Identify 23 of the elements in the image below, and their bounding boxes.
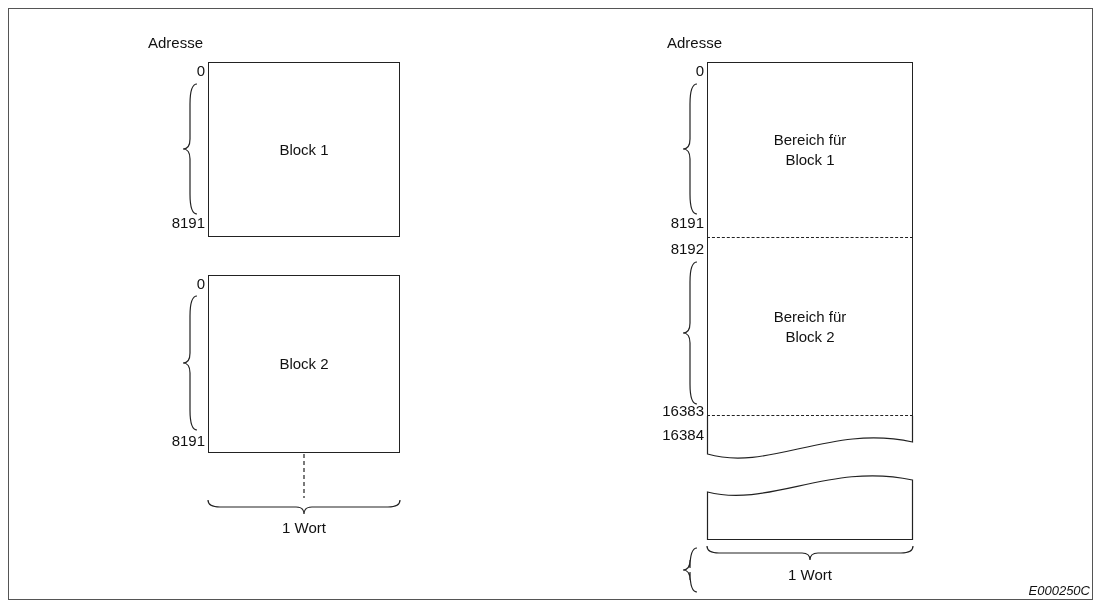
address-label: 0 <box>196 275 205 293</box>
width-label: 1 Wort <box>788 566 832 584</box>
address-label: 8191 <box>171 432 205 450</box>
memory-block <box>208 275 400 453</box>
area-label: Block 1 <box>279 139 329 160</box>
memory-block <box>208 62 400 237</box>
address-label: 8192 <box>670 240 704 258</box>
address-label: 8191 <box>171 214 205 232</box>
address-label: 0 <box>196 62 205 80</box>
figure-code: E000250C <box>1028 582 1090 600</box>
memory-area <box>707 62 913 238</box>
address-label: 16384 <box>662 426 704 444</box>
address-label: 16383 <box>662 402 704 420</box>
area-label: Block 2 <box>279 354 329 374</box>
address-label: 8191 <box>670 214 704 232</box>
area-label: Bereich für Block 2 <box>772 306 848 347</box>
axis-caption: Adresse <box>148 34 204 52</box>
memory-area <box>707 238 913 416</box>
area-label: Bereich für Block 1 <box>772 130 848 170</box>
address-label: 0 <box>695 62 704 80</box>
width-label: 1 Wort <box>282 519 326 537</box>
axis-caption: Adresse <box>667 34 723 52</box>
memory-area-break <box>707 478 913 540</box>
